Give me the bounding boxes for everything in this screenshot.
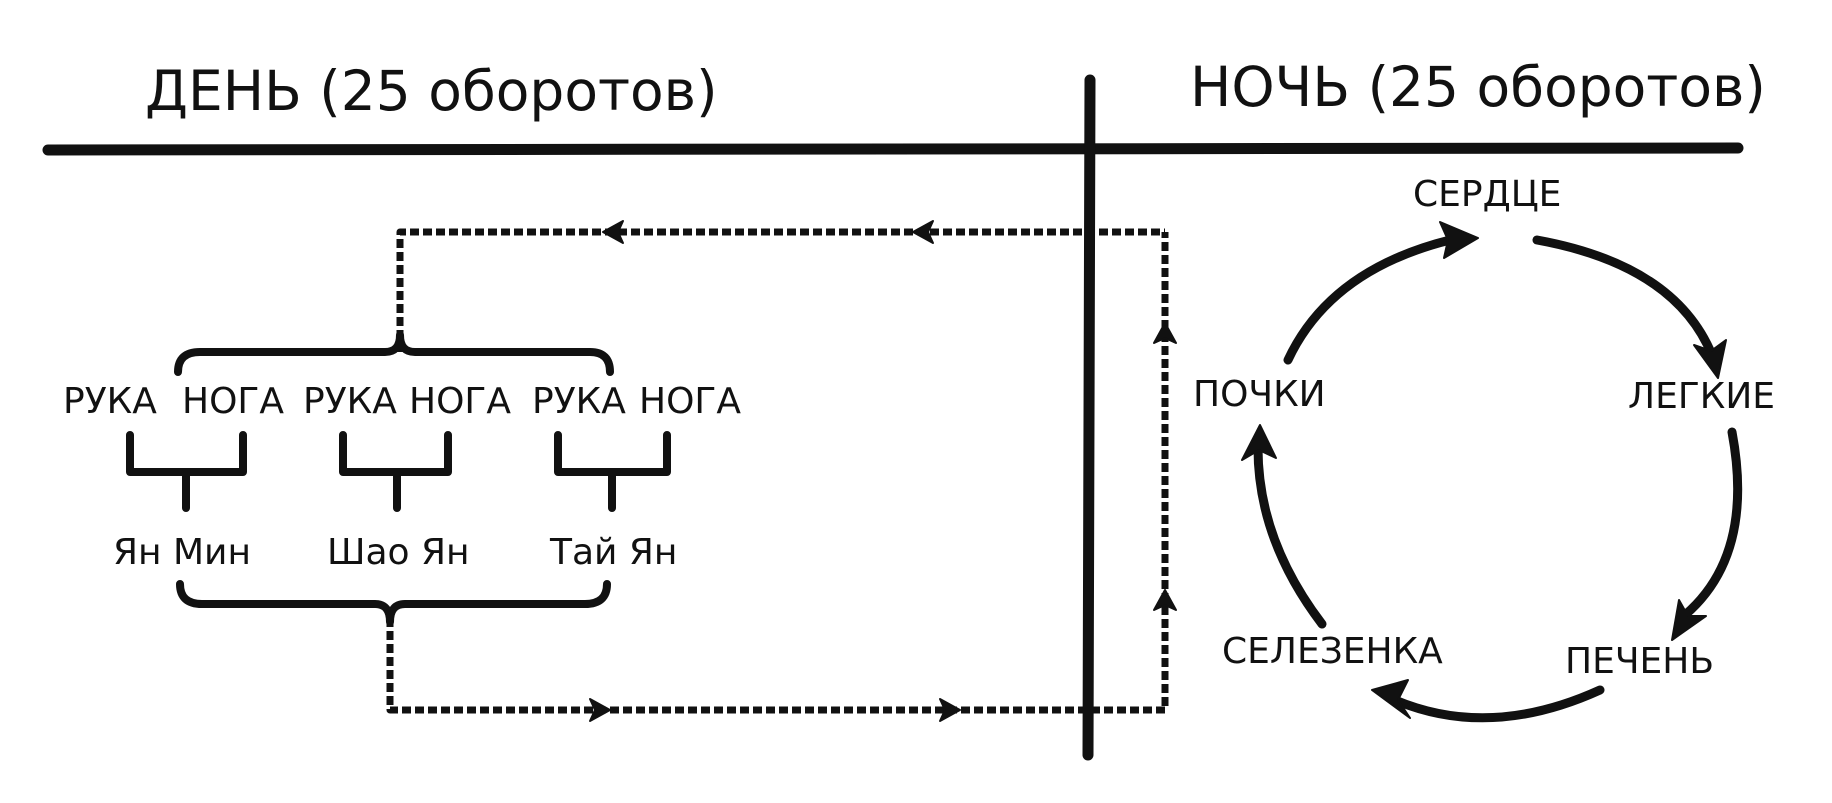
channel-label-yang-ming: Ян Мин xyxy=(113,532,251,573)
arrow-heart-to-lungs xyxy=(1532,235,1717,360)
arrowhead-icon xyxy=(1439,221,1479,259)
bracket-tai-yang xyxy=(554,431,671,512)
horizontal-divider xyxy=(42,142,1744,156)
arrow-up-icon xyxy=(1153,322,1177,344)
bracket-shao-yang xyxy=(339,431,452,512)
day-header: ДЕНЬ (25 оборотов) xyxy=(145,59,718,123)
arrow-left-icon xyxy=(602,220,624,244)
limb-label-leg: НОГА xyxy=(639,381,741,422)
arrow-right-icon xyxy=(589,698,611,722)
limb-label-leg: НОГА xyxy=(182,381,284,422)
night-header: НОЧЬ (25 оборотов) xyxy=(1190,55,1766,119)
arrowhead-icon xyxy=(1671,599,1707,641)
organ-label-heart: СЕРДЦЕ xyxy=(1413,174,1561,215)
organ-label-liver: ПЕЧЕНЬ xyxy=(1565,641,1714,682)
organ-label-kidneys: ПОЧКИ xyxy=(1193,374,1326,415)
arrowhead-icon xyxy=(1693,339,1727,379)
organ-label-lungs: ЛЕГКИЕ xyxy=(1628,376,1775,417)
limb-label-arm: РУКА xyxy=(532,381,626,422)
circulation-path-bottom xyxy=(386,232,1169,714)
limb-label-arm: РУКА xyxy=(63,381,157,422)
circulation-path-top xyxy=(396,228,1165,352)
top-brace xyxy=(174,331,614,376)
limb-label-leg: НОГА xyxy=(409,381,511,422)
arrowhead-icon xyxy=(1371,679,1411,719)
vertical-divider xyxy=(1082,74,1096,761)
limb-label-arm: РУКА xyxy=(303,381,397,422)
organ-label-spleen: СЕЛЕЗЕНКА xyxy=(1222,631,1443,672)
arrow-left-icon xyxy=(912,220,934,244)
arrowhead-icon xyxy=(1241,424,1277,461)
channel-label-shao-yang: Шао Ян xyxy=(327,532,470,573)
arrow-kidneys-to-heart xyxy=(1283,235,1455,365)
arrow-lungs-to-liver xyxy=(1680,427,1743,620)
bottom-brace xyxy=(176,580,611,626)
arrow-up-icon xyxy=(1153,589,1177,611)
arrow-right-icon xyxy=(939,698,961,722)
bracket-yang-ming xyxy=(126,431,247,512)
channel-label-tai-yang: Тай Ян xyxy=(549,532,677,573)
arrow-spleen-to-kidneys xyxy=(1253,443,1327,629)
arrow-liver-to-spleen xyxy=(1390,685,1605,723)
